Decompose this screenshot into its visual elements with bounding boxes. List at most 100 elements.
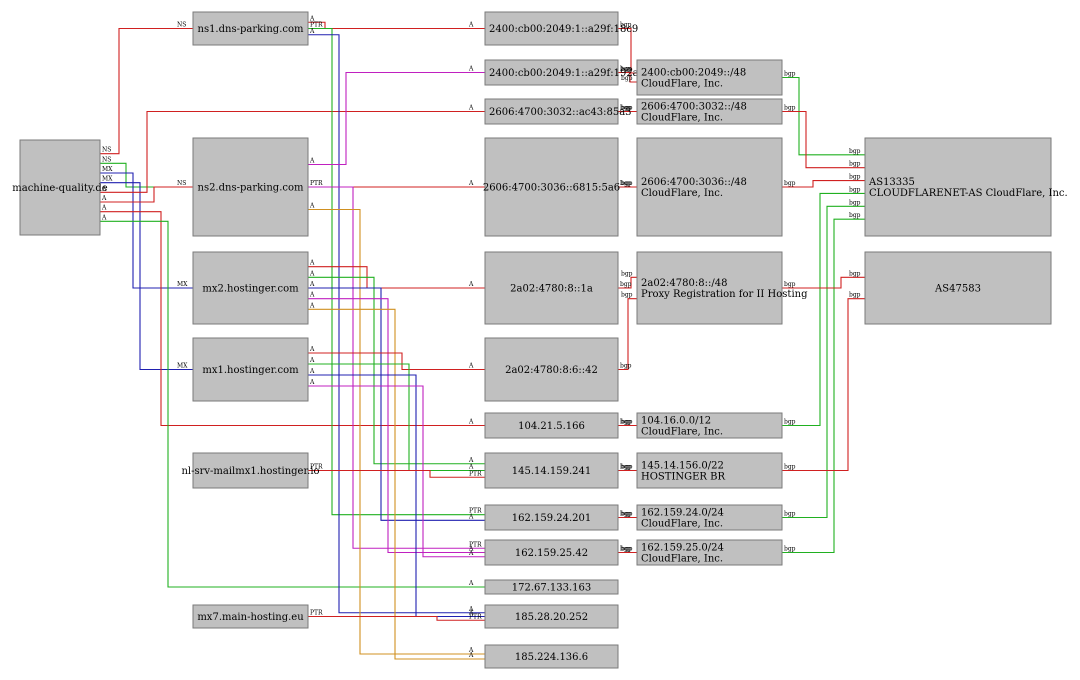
node-box	[484, 412, 619, 439]
edges-layer: NSNSNSNSMXMXMXMXAAAAAAAAAAPTRPTRAAAAPTRP…	[100, 15, 865, 660]
edge-label: A	[309, 158, 315, 165]
edge-line	[308, 615, 485, 621]
edge-label: bgp	[621, 546, 633, 553]
node-ip4f[interactable]: 185.28.20.252	[484, 604, 619, 629]
edge-line	[308, 208, 485, 655]
edge-label: bgp	[620, 546, 632, 553]
edge-mx2-ip4d: AA	[308, 292, 485, 554]
node-ip6f[interactable]: 2a02:4780:8:6::42	[484, 337, 619, 402]
edge-line	[618, 298, 637, 371]
edge-line	[618, 276, 637, 289]
edge-label: A	[101, 185, 107, 192]
edge-label: A	[468, 513, 474, 520]
edge-label: NS	[102, 147, 111, 154]
edge-label: bgp	[784, 511, 796, 518]
node-label: 162.159.25.42	[515, 548, 588, 559]
edge-line	[618, 27, 637, 74]
edge-label: A	[468, 546, 474, 553]
edge-line	[308, 71, 485, 166]
node-box	[192, 604, 309, 629]
node-label: machine-quality.de	[12, 183, 108, 194]
node-ns1[interactable]: ns1.dns-parking.com	[192, 11, 309, 46]
edge-line	[308, 385, 485, 558]
node-label: 2606:4700:3036::6815:5a6	[483, 183, 620, 194]
node-label: 104.21.5.166	[518, 421, 585, 432]
node-ns2[interactable]: ns2.dns-parking.com	[192, 137, 309, 237]
node-label: Proxy Registration for II Hosting	[641, 289, 808, 300]
edge-line	[308, 276, 485, 465]
node-label: CloudFlare, Inc.	[641, 79, 723, 90]
node-ip4e[interactable]: 172.67.133.163	[484, 579, 619, 595]
node-label: mx7.main-hosting.eu	[197, 612, 304, 623]
edge-line	[308, 21, 485, 30]
node-label: ns2.dns-parking.com	[198, 183, 305, 194]
node-label: AS47583	[934, 284, 981, 295]
edge-label: bgp	[849, 212, 861, 219]
edge-label: PTR	[310, 610, 323, 617]
nodes-layer: machine-quality.de ns1.dns-parking.com ns2…	[12, 11, 1068, 669]
edge-label: A	[309, 260, 315, 267]
node-ip6e[interactable]: 2a02:4780:8::1a	[484, 251, 619, 325]
edge-label: bgp	[849, 270, 861, 277]
node-ip6a[interactable]: 2400:cb00:2049:1::a29f:18c9	[484, 11, 638, 46]
edge-label: bgp	[849, 199, 861, 206]
edge-label: A	[468, 550, 474, 557]
edge-mx1-ip4d: AA	[308, 379, 485, 558]
node-ip6b[interactable]: 2400:cb00:2049:1::a29f:192a	[484, 59, 639, 86]
edge-label: bgp	[784, 281, 796, 288]
node-ip4a[interactable]: 104.21.5.166	[484, 412, 619, 439]
node-ip6c[interactable]: 2606:4700:3032::ac43:85a3	[484, 98, 632, 125]
edge-mx1-ip6f: AA	[308, 346, 485, 371]
node-ip4g[interactable]: 185.224.136.6	[484, 644, 619, 669]
node-label: 2400:cb00:2049::/48	[641, 68, 746, 79]
node-mx2[interactable]: mx2.hostinger.com	[192, 251, 309, 325]
node-ip6d[interactable]: 2606:4700:3036::6815:5a6	[483, 137, 620, 237]
node-mq[interactable]: machine-quality.de	[12, 139, 108, 236]
edge-label: A	[468, 66, 474, 73]
node-box	[636, 251, 783, 325]
edge-label: bgp	[621, 75, 633, 82]
node-box	[484, 251, 619, 325]
edge-label: A	[309, 302, 315, 309]
edge-label: bgp	[849, 174, 861, 181]
node-box	[636, 59, 783, 96]
edge-label: bgp	[784, 419, 796, 426]
edge-label: A	[468, 457, 474, 464]
node-ip4b[interactable]: 145.14.159.241	[484, 452, 619, 489]
node-mx7[interactable]: mx7.main-hosting.eu	[192, 604, 309, 629]
edge-label: bgp	[784, 546, 796, 553]
node-as2[interactable]: AS47583	[864, 251, 1052, 325]
node-box	[864, 137, 1052, 237]
node-box	[636, 137, 783, 237]
node-box	[484, 504, 619, 531]
node-box	[192, 452, 309, 489]
edge-line	[618, 71, 637, 83]
edge-label: bgp	[620, 105, 632, 112]
node-mx1[interactable]: mx1.hostinger.com	[192, 337, 309, 402]
node-box	[192, 137, 309, 237]
node-nlsrv[interactable]: nl-srv-mailmx1.hostinger.io	[181, 452, 320, 489]
edge-label: bgp	[784, 180, 796, 187]
edge-label: bgp	[849, 292, 861, 299]
edge-label: bgp	[621, 464, 633, 471]
node-ip4d[interactable]: 162.159.25.42	[484, 539, 619, 566]
node-label: HOSTINGER BR	[641, 472, 725, 483]
node-box	[484, 579, 619, 595]
edge-label: bgp	[620, 363, 632, 370]
edge-line	[308, 34, 485, 614]
node-ip4c[interactable]: 162.159.24.201	[484, 504, 619, 531]
node-box	[484, 98, 619, 125]
edge-label: A	[468, 363, 474, 370]
